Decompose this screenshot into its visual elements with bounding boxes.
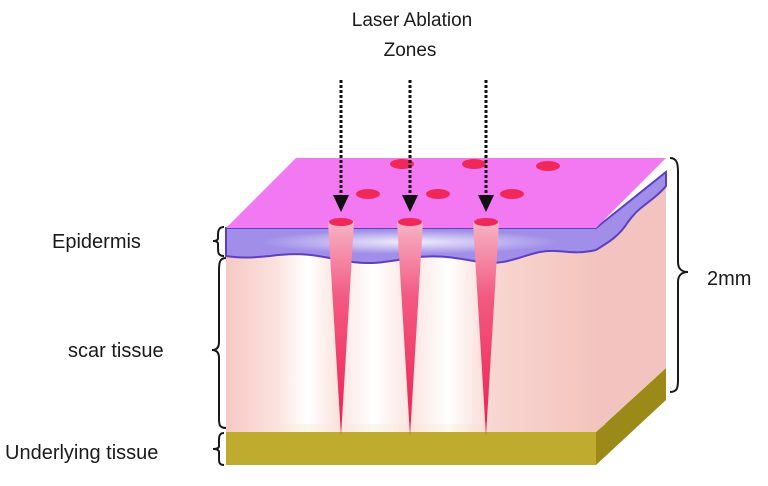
thickness-brace (669, 157, 689, 393)
laser-arrows (333, 80, 494, 212)
ablation-spot (462, 159, 486, 169)
ablation-zone-cone (473, 222, 499, 436)
scar-tissue-label: scar tissue (68, 340, 164, 362)
scar-tissue-brace (211, 257, 227, 429)
underlying-tissue-label: Underlying tissue (5, 442, 158, 464)
ablation-zone-entry (474, 218, 498, 226)
laser-arrow-head (402, 195, 418, 212)
diagram-title-line-2: Zones (384, 40, 437, 61)
ablation-zones (328, 218, 499, 436)
laser-arrow-head (333, 195, 349, 212)
ablation-zone-entry (329, 218, 353, 226)
dermis-side (596, 186, 666, 432)
epidermis-label: Epidermis (52, 231, 141, 253)
epidermis-brace (212, 226, 225, 257)
ablation-spot (426, 189, 450, 199)
underlying-tissue-brace (212, 432, 225, 466)
ablation-spot (356, 189, 380, 199)
ablation-zone-cone (328, 222, 354, 436)
ablation-spot (500, 189, 524, 199)
ablation-spots (356, 159, 560, 199)
thickness-label: 2mm (707, 268, 751, 290)
ablation-spot (536, 161, 560, 171)
ablation-spot (390, 159, 414, 169)
ablation-zone-entry (398, 218, 422, 226)
ablation-zone-cone (397, 222, 423, 436)
diagram-title-line-1: Laser Ablation (352, 10, 472, 31)
underlying-tissue-front (226, 432, 596, 465)
laser-arrow-head (478, 195, 494, 212)
underlying-tissue-side (596, 368, 666, 465)
